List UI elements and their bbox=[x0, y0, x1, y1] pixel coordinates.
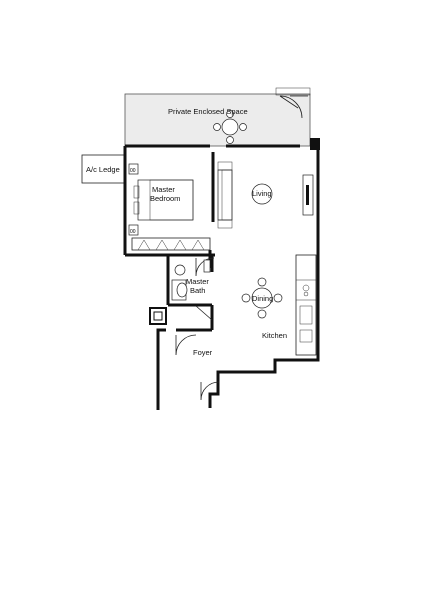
wardrobe bbox=[131, 237, 211, 251]
kitchen-counter bbox=[295, 254, 317, 356]
sofa bbox=[217, 161, 233, 229]
label-dining: Dining bbox=[252, 294, 273, 303]
label-living: Living bbox=[252, 189, 272, 198]
label-master-bedroom-2: Bedroom bbox=[150, 194, 180, 203]
dining-table bbox=[241, 277, 283, 319]
label-master-bedroom-1: Master bbox=[152, 185, 175, 194]
column-inner bbox=[153, 311, 163, 321]
patio-table bbox=[213, 110, 247, 144]
interior-walls bbox=[168, 152, 215, 307]
doors bbox=[175, 95, 308, 401]
label-foyer: Foyer bbox=[193, 348, 213, 357]
label-ac-ledge: A/c Ledge bbox=[86, 165, 120, 174]
bath-fixtures bbox=[171, 259, 211, 301]
bedside-mark: 00 bbox=[130, 168, 136, 174]
living-coffee-table bbox=[251, 183, 273, 205]
corner-column bbox=[310, 138, 320, 150]
bedside-mark-2: 00 bbox=[130, 229, 136, 235]
label-master-bath-1: Master bbox=[186, 277, 209, 286]
label-private-enclosed-space: Private Enclosed Space bbox=[168, 107, 248, 116]
master-bed bbox=[133, 179, 194, 221]
planter-strip bbox=[275, 87, 311, 96]
bedside-table-top bbox=[128, 163, 139, 175]
label-kitchen: Kitchen bbox=[262, 331, 287, 340]
tv-screen bbox=[306, 185, 309, 205]
label-master-bath-2: Bath bbox=[190, 286, 205, 295]
bedside-table-bottom bbox=[128, 224, 139, 236]
private-enclosed-space-area bbox=[124, 93, 311, 147]
